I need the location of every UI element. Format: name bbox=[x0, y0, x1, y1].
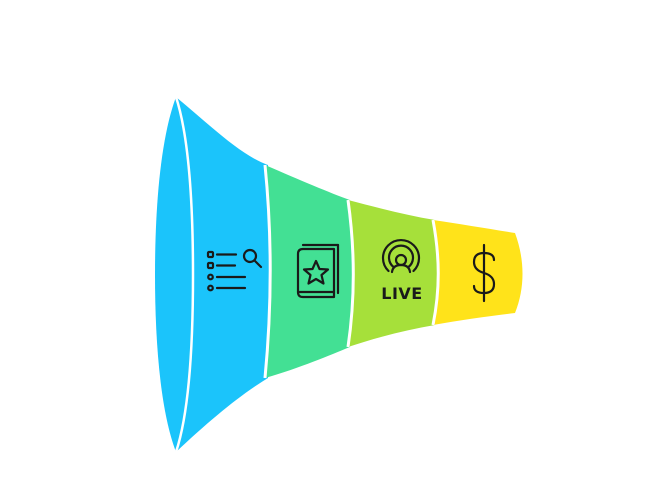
search-list-icon bbox=[206, 248, 263, 292]
funnel-rim bbox=[155, 97, 193, 452]
funnel-rim-edge bbox=[174, 96, 195, 453]
stage-separator-3 bbox=[431, 219, 440, 326]
stage-separator-1 bbox=[263, 164, 272, 379]
funnel-stage-3 bbox=[348, 200, 441, 347]
funnel-stage-1 bbox=[176, 97, 274, 452]
live-broadcast-icon bbox=[381, 239, 421, 274]
star-book-icon bbox=[296, 243, 340, 299]
funnel-stage-4 bbox=[433, 220, 523, 325]
dollar-icon bbox=[472, 243, 496, 303]
live-label: LIVE bbox=[381, 284, 422, 303]
funnel-stage-2 bbox=[265, 165, 356, 378]
stage-separator-2 bbox=[346, 199, 355, 348]
